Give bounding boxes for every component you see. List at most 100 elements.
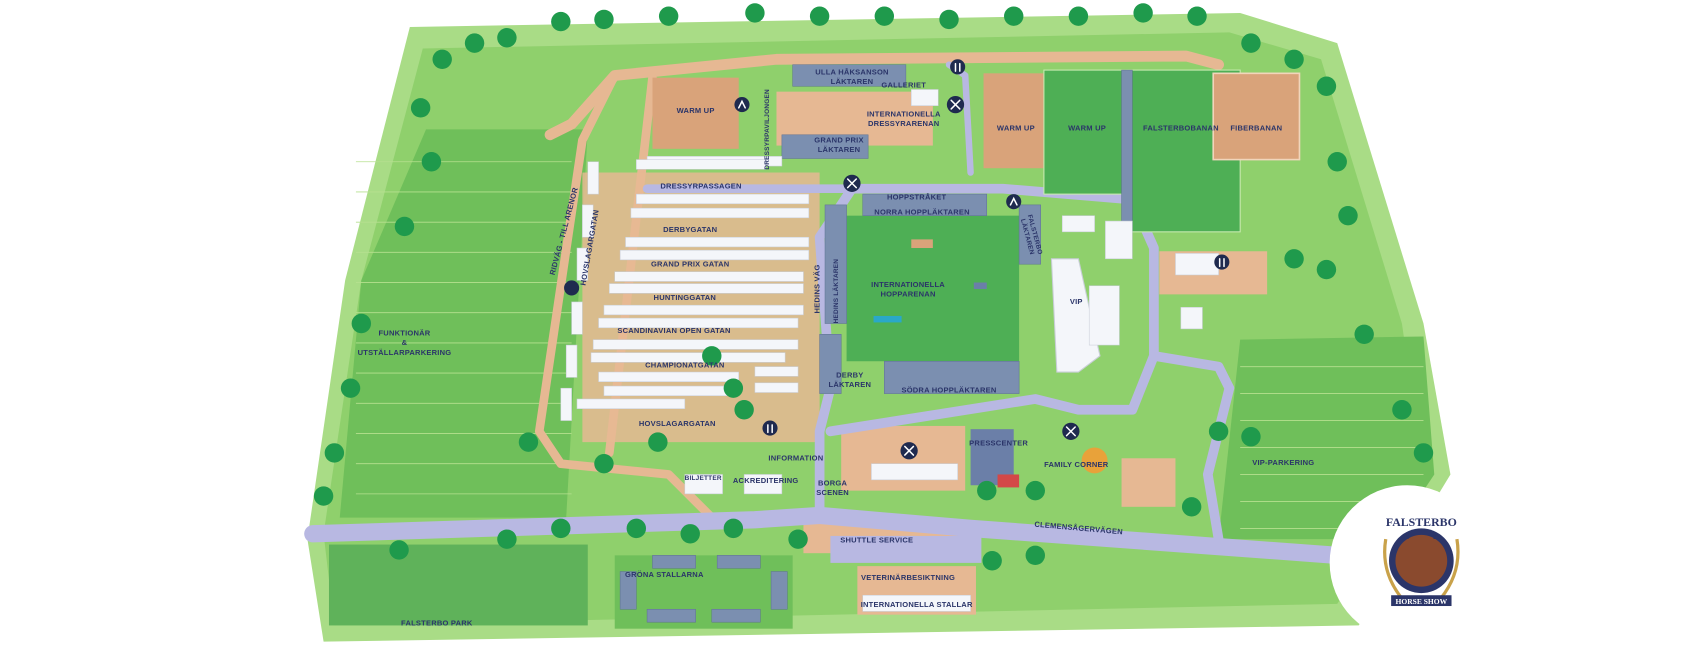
restaurant-icon[interactable]: [900, 442, 918, 460]
tree: [518, 432, 539, 452]
label-huntinggatan[interactable]: HUNTINGGATAN: [654, 293, 717, 302]
toilet-icon[interactable]: [762, 420, 778, 436]
label-int-hopparenan[interactable]: INTERNATIONELLA: [871, 280, 945, 289]
restaurant-icon[interactable]: [946, 95, 965, 114]
label-norra-hopplaktaren[interactable]: NORRA HOPPLÄKTAREN: [874, 208, 970, 217]
label-funktionar[interactable]: FUNKTIONÄR: [378, 328, 430, 337]
label-ackreditering[interactable]: ACKREDITERING: [733, 476, 799, 485]
stall-row: [636, 193, 810, 205]
label-falsterbo-park[interactable]: FALSTERBO PARK: [401, 618, 473, 627]
label-scandinavian-open-gatan[interactable]: SCANDINAVIAN OPEN GATAN: [617, 326, 730, 335]
horse-rider-icon[interactable]: [1006, 194, 1022, 210]
tree: [1181, 497, 1202, 517]
tree: [626, 518, 647, 539]
label-borga-scenen[interactable]: BORGA: [818, 478, 847, 487]
tree: [313, 486, 334, 506]
tree: [1284, 49, 1304, 70]
label-fiberbanan[interactable]: FIBERBANAN: [1230, 123, 1282, 132]
label-borga-scenen-2[interactable]: SCENEN: [816, 488, 849, 497]
label-hoppstraket[interactable]: HOPPSTRÅKET: [887, 192, 946, 201]
tree: [594, 9, 614, 30]
label-warm-up-2[interactable]: WARM UP: [997, 123, 1035, 132]
stall-row: [619, 249, 810, 261]
label-ulla-haksanson-2[interactable]: LÄKTAREN: [831, 77, 874, 86]
tree: [648, 432, 668, 452]
label-grand-prix-laktaren-2[interactable]: LÄKTAREN: [818, 145, 861, 154]
restaurant-icon[interactable]: [843, 174, 861, 192]
label-int-hopparenan-2[interactable]: HOPPARENAN: [880, 290, 935, 299]
logo-year-right: 20: [1433, 534, 1439, 541]
label-internationella-stallar[interactable]: INTERNATIONELLA STALLAR: [861, 600, 973, 609]
tree: [1316, 76, 1337, 96]
label-utstallarparkering[interactable]: UTSTÄLLARPARKERING: [358, 348, 452, 357]
label-grona-stallarna[interactable]: GRÖNA STALLARNA: [625, 570, 704, 579]
tree: [410, 98, 431, 118]
label-falsterbobanan[interactable]: FALSTERBOBANAN: [1143, 123, 1219, 132]
label-derbygatan[interactable]: DERBYGATAN: [663, 225, 717, 234]
tree: [809, 6, 830, 26]
toilet-icon[interactable]: [1214, 254, 1230, 270]
stall-column: [587, 161, 599, 195]
label-warm-up-3[interactable]: WARM UP: [1068, 123, 1106, 132]
stall-row: [598, 371, 740, 382]
tree: [340, 378, 361, 398]
tree: [723, 518, 744, 539]
stall-row: [625, 236, 810, 248]
restaurant-icon[interactable]: [1062, 422, 1080, 440]
tree: [1187, 6, 1207, 26]
label-warm-up-1[interactable]: WARM UP: [677, 106, 715, 115]
label-dressyrpassagen[interactable]: DRESSYRPASSAGEN: [660, 182, 741, 191]
label-shuttle-service[interactable]: SHUTTLE SERVICE: [840, 535, 913, 544]
falsterbo-park-area: [328, 544, 588, 626]
label-ulla-haksanson[interactable]: ULLA HÅKSANSON: [815, 67, 888, 76]
label-biljetter[interactable]: BILJETTER: [685, 475, 722, 482]
label-hedins-vag[interactable]: HEDINS VÄG: [813, 264, 822, 313]
stall-row: [598, 317, 799, 329]
tree: [1025, 545, 1045, 566]
label-hedins-laktaren[interactable]: HEDINS LÄKTAREN: [832, 259, 840, 324]
stall-column: [565, 344, 578, 378]
label-grand-prix-gatan[interactable]: GRAND PRIX GATAN: [651, 259, 729, 268]
label-information[interactable]: INFORMATION: [768, 453, 823, 462]
tree: [351, 313, 372, 334]
label-derby-laktaren-2[interactable]: LÄKTAREN: [829, 380, 872, 389]
tree: [1392, 400, 1412, 420]
tree: [745, 3, 765, 23]
label-vip-parkering[interactable]: VIP-PARKERING: [1252, 458, 1314, 467]
label-veterinarbesiktning[interactable]: VETERINÄRBESIKTNING: [861, 573, 955, 582]
stall-column: [560, 387, 572, 421]
label-dressyrpaviljongen[interactable]: DRESSYRPAVILJONGEN: [764, 89, 771, 170]
tree: [658, 6, 679, 26]
horse-rider-icon[interactable]: [734, 97, 750, 113]
label-derby-laktaren[interactable]: DERBY: [836, 370, 863, 379]
tree: [1004, 6, 1024, 26]
label-int-dressyrarenan-2[interactable]: DRESSYRARENAN: [868, 119, 939, 128]
label-funktionar-amp[interactable]: &: [402, 338, 408, 347]
tree: [1241, 33, 1261, 53]
label-presscenter[interactable]: PRESSCENTER: [969, 438, 1028, 447]
tree: [464, 33, 485, 53]
location-dot-icon[interactable]: [564, 280, 580, 296]
tree: [1068, 6, 1089, 26]
label-grand-prix-laktaren[interactable]: GRAND PRIX: [814, 135, 863, 144]
tree: [1241, 427, 1261, 447]
label-championatgatan[interactable]: CHAMPIONATGATAN: [645, 361, 724, 370]
label-vip[interactable]: VIP: [1070, 297, 1083, 306]
label-sodra-hopplaktaren[interactable]: SÖDRA HOPPLÄKTAREN: [901, 386, 996, 395]
stall-column: [576, 247, 589, 281]
tree: [497, 28, 517, 48]
toilet-icon[interactable]: [950, 59, 966, 75]
tree: [702, 346, 722, 366]
stall-row: [603, 385, 734, 397]
family-corner-carousel: [1081, 447, 1108, 474]
stall-row: [609, 283, 804, 294]
tree: [1316, 259, 1337, 280]
label-int-dressyrarenan[interactable]: INTERNATIONELLA: [867, 109, 941, 118]
label-hovslagargatan[interactable]: HOVSLAGARGATAN: [639, 419, 716, 428]
stall-row: [630, 207, 810, 219]
tree: [874, 6, 895, 26]
label-galleriet[interactable]: GALLERIET: [881, 80, 926, 89]
label-family-corner[interactable]: FAMILY CORNER: [1044, 460, 1109, 469]
tree: [1208, 421, 1229, 442]
tree: [594, 453, 614, 474]
